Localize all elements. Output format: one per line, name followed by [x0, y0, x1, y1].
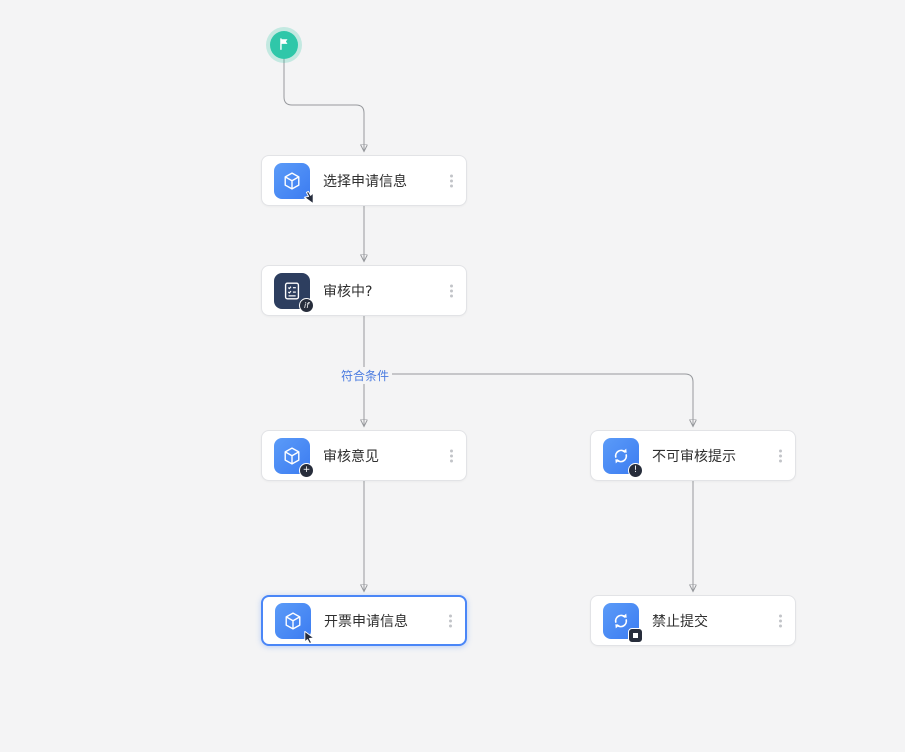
if-badge-icon: if [299, 297, 314, 313]
branch-condition-label[interactable]: 符合条件 [337, 367, 393, 384]
alert-badge-icon: ! [628, 462, 643, 478]
node-menu-button[interactable] [447, 280, 456, 301]
cube-add-icon: + [274, 437, 314, 478]
node-label: 选择申请信息 [323, 173, 407, 190]
node-menu-button[interactable] [776, 445, 785, 466]
node-label: 不可审核提示 [652, 448, 736, 465]
edge-start-to-select [283, 59, 364, 151]
cube-select-icon [275, 602, 314, 644]
flow-node-forbid-submit[interactable]: 禁止提交 [590, 595, 796, 646]
stop-badge-icon [628, 627, 643, 643]
sync-stop-icon [603, 602, 643, 643]
flag-icon [277, 36, 291, 55]
flow-node-select-application-info[interactable]: 选择申请信息 [261, 155, 467, 206]
flow-node-invoice-application-info[interactable]: 开票申请信息 [261, 595, 467, 646]
node-menu-button[interactable] [447, 170, 456, 191]
sync-alert-icon: ! [603, 437, 643, 478]
edge-condition-to-not-reviewable [364, 373, 693, 426]
node-label: 审核中? [323, 283, 373, 300]
cursor-pointer-icon [304, 190, 314, 204]
node-label: 禁止提交 [652, 613, 708, 630]
node-label: 开票申请信息 [324, 613, 408, 630]
form-condition-icon: if [274, 272, 314, 313]
flow-node-review-opinion[interactable]: + 审核意见 [261, 430, 467, 481]
cursor-pointer-icon [304, 630, 314, 644]
start-node[interactable] [270, 31, 298, 59]
node-menu-button[interactable] [447, 445, 456, 466]
node-menu-button[interactable] [776, 610, 785, 631]
plus-badge-icon: + [299, 462, 314, 478]
node-label: 审核意见 [323, 448, 379, 465]
cube-select-icon [274, 162, 314, 204]
flow-node-not-reviewable-tip[interactable]: ! 不可审核提示 [590, 430, 796, 481]
flow-node-reviewing-condition[interactable]: if 审核中? [261, 265, 467, 316]
node-menu-button[interactable] [446, 610, 455, 631]
